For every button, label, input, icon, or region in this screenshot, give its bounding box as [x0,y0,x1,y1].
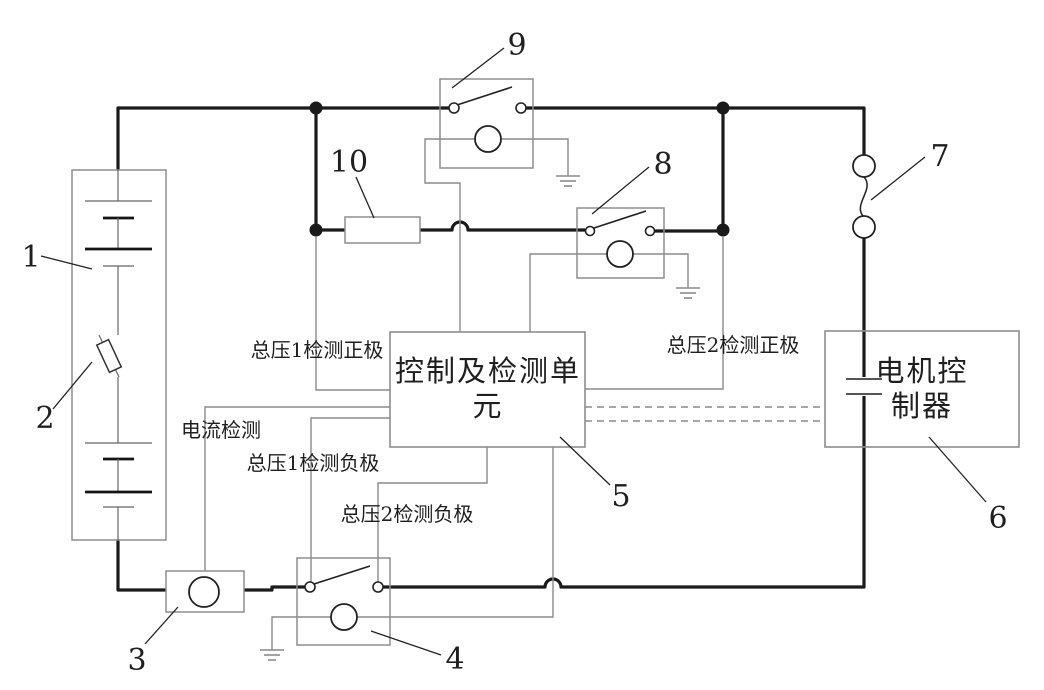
leader-1 [40,255,93,270]
wire-relay8-coil-ground [633,253,689,288]
main-fuse-element [859,176,868,217]
relay9-switch-arm [456,86,513,106]
wire-hv1-negative-sense [310,417,390,582]
ground-relay8 [676,287,700,299]
main-fuse [852,154,876,239]
junction-dots [309,101,730,237]
relay8-coil [606,240,634,268]
wire-sensor-to-relay4 [244,585,305,592]
wire-current-sense [204,406,390,571]
ground-relay4 [260,649,284,661]
label-hv2-detect-negative: 总压2检测负极 [341,502,474,526]
callout-10: 10 [330,145,368,180]
current-sensor [165,570,245,613]
precharge-resistor-body [344,216,421,244]
leader-4 [370,630,442,656]
main-fuse-terminal-top [852,154,876,178]
relay4-terminal-right [372,581,384,593]
motor-controller-label-line2: 制器 [891,389,953,423]
leader-5 [559,436,611,486]
junction-dot-precharge-right [716,223,730,237]
wire-relay4-coil-ground [271,616,331,650]
leader-8 [591,166,650,215]
wire-resistor-to-relay8 [420,220,585,232]
wire-labels: 总压1检测正极 电流检测 总压1检测负极 总压2检测负极 总压2检测正极 [181,333,799,526]
callout-1: 1 [21,240,40,275]
relay8-switch-arm [593,210,647,229]
control-unit-label-line1: 控制及检测单 [395,354,581,388]
current-sensor-outline [165,570,245,613]
label-hv1-detect-positive: 总压1检测正极 [251,338,384,362]
callout-9: 9 [507,28,526,63]
label-current-detect: 电流检测 [181,418,261,442]
relay4-outline [296,557,391,646]
battery-pack-outline [71,169,167,541]
leader-7 [870,156,926,201]
leader-6 [928,436,987,503]
ground-relay9 [556,175,580,187]
internal-fuse-body [95,338,123,374]
wire-relay4-coil-control [357,447,554,618]
relay9-terminal-left [448,102,460,114]
relay9 [439,78,534,169]
junction-dot-top-left [309,101,323,115]
relay9-terminal-right [515,102,527,114]
leader-3 [144,606,179,645]
wire-hv1-positive-sense [315,236,390,391]
wire-relay9-coil-control [424,138,475,332]
wire-top-bus-right [526,106,866,155]
relay8-terminal-right [644,225,656,237]
relay8 [576,207,665,279]
wire-relay8-coil-control [529,253,607,332]
relay4 [296,557,391,646]
current-sensor-element [188,576,220,608]
callout-8: 8 [653,147,672,182]
wire-battery-negative-lead [116,540,166,592]
wire-battery-positive-top-bus [116,106,449,170]
relay4-terminal-left [304,581,316,593]
callout-7: 7 [930,139,949,174]
relay9-outline [439,78,534,169]
label-hv2-detect-positive: 总压2检测正极 [667,333,800,357]
internal-fuse [95,334,123,378]
leader-10 [355,176,375,219]
motor-controller-label-line1: 电机控 [875,354,968,388]
callout-3: 3 [127,643,146,678]
wire-bottom-bus [383,447,866,589]
relay9-coil [474,125,502,153]
battery-pack [71,169,167,541]
wire-relay9-coil-ground [501,138,569,176]
leader-9 [451,47,505,89]
callout-6: 6 [988,501,1007,536]
relay4-switch-arm [313,565,371,585]
control-unit-outline [389,331,586,448]
wire-hv2-negative-sense [377,447,488,582]
wire-hv2-positive-sense [585,236,724,390]
control-unit: 控制及检测单 元 [389,331,586,448]
main-fuse-terminal-bottom [852,215,876,239]
callouts: 1 2 3 4 5 6 7 8 9 10 [21,28,1007,678]
signal-wires [204,138,825,650]
label-hv1-detect-negative: 总压1检测负极 [247,451,380,475]
ground-symbols [260,175,700,661]
junction-dot-precharge-left [309,223,323,237]
callout-5: 5 [611,479,630,514]
callout-2: 2 [35,401,54,436]
leader-2 [52,361,93,410]
relay8-outline [576,207,665,279]
relay8-terminal-left [584,225,596,237]
callout-4: 4 [445,642,464,677]
relay4-coil [330,603,358,631]
motor-controller: 电机控 制器 [824,330,1020,448]
control-unit-label-line2: 元 [472,389,503,423]
junction-dot-top-right [716,101,730,115]
motor-controller-outline [824,330,1020,448]
